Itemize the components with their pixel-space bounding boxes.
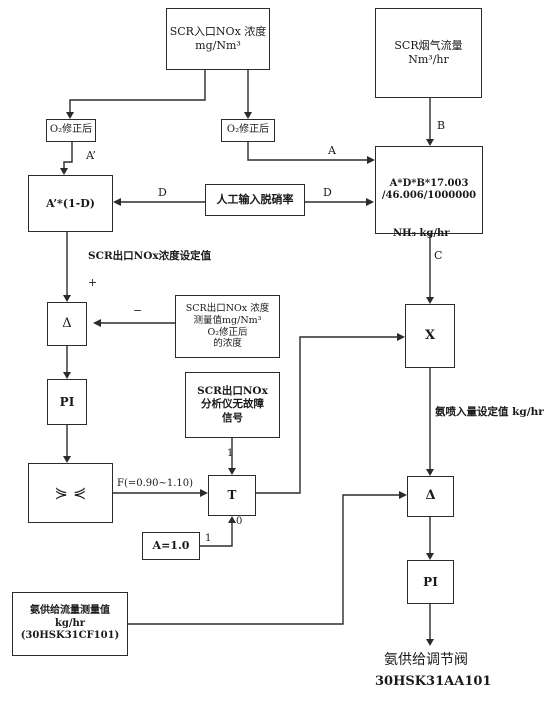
plus-sign: + (88, 276, 98, 289)
d-left-tag: D (158, 186, 167, 199)
calc-line2: /46.006/1000000 (381, 190, 477, 201)
scr-flow-line2: Nm³/hr (408, 53, 449, 66)
delta-left-box: Δ (47, 302, 87, 346)
nox-analyzer-signal-box: SCR出口NOx 分析仪无故障 信号 (185, 372, 280, 438)
arrow-minus-into-delta (93, 319, 101, 327)
arrow-to-valve (426, 639, 434, 646)
switch-t-label: T (227, 488, 237, 502)
scr-inlet-nox-line2: mg/Nm³ (195, 39, 241, 52)
supply-line3: (30HSK31CF101) (20, 630, 120, 642)
constant-a-label: A=1.0 (152, 539, 190, 553)
a-prime-label: A’*(1-D) (46, 196, 95, 210)
analyzer-line2: 分析仪无故障 (201, 398, 264, 411)
ammonia-valve-tag: 30HSK31AA101 (375, 674, 492, 689)
arrow-f-into-t (200, 489, 208, 497)
arrow-d-into-calc (366, 198, 374, 206)
analyzer-line1: SCR出口NOx (197, 385, 268, 398)
pi-right-label: PI (423, 574, 438, 589)
t-input-one-top: 1 (227, 448, 234, 459)
arrow-d-into-aprime (113, 198, 121, 206)
outlet-meas-line4: 的浓度 (213, 338, 242, 350)
arrow-c-into-x (426, 297, 434, 304)
wire-t-to-x (256, 336, 398, 494)
outlet-setpoint-label: SCR出口NOx浓度设定值 (88, 250, 212, 262)
supply-line1: 氨供给流量测量值 (30, 605, 110, 617)
d-right-tag: D (323, 186, 332, 199)
ammonia-valve-name: 氨供给调节阀 (384, 652, 468, 668)
a-prime-box: A’*(1-D) (28, 175, 113, 232)
arrow-a-into-calc (367, 156, 375, 164)
outlet-nox-measurement-box: SCR出口NOx 浓度 测量值mg/Nm³ O₂修正后 的浓度 (175, 295, 280, 358)
arrow-supply-into-delta (399, 491, 407, 499)
arrow-into-limiter (63, 456, 71, 463)
wire-inlet-to-o2-left (69, 70, 206, 113)
a-signal-tag: A (328, 144, 336, 157)
f-range-label: F(=0.90~1.10) (117, 478, 194, 489)
outlet-meas-line1: SCR出口NOx 浓度 (185, 302, 270, 314)
analyzer-line3: 信号 (222, 411, 243, 424)
arrow-into-delta-right (426, 469, 434, 476)
limiter-symbol: ⋟ ⋞ (54, 483, 87, 502)
arrow-into-t-bottom (228, 516, 236, 523)
wire-o2-mid-to-calc (247, 142, 368, 161)
delta-right-label: Δ (425, 488, 436, 504)
arrow-into-o2-left (66, 112, 74, 119)
pi-right-box: PI (407, 560, 454, 604)
nh3-unit-label: NH₃ kg/hr (393, 228, 450, 239)
pi-left-box: PI (47, 379, 87, 425)
o2-correction-left-box: O₂修正后 (46, 119, 96, 142)
b-signal-tag: B (437, 119, 446, 132)
delta-left-label: Δ (62, 315, 72, 331)
constant-a-box: A=1.0 (142, 532, 200, 560)
scr-flue-gas-flow-box: SCR烟气流量 Nm³/hr (375, 8, 482, 98)
arrow-into-pi-left (63, 372, 71, 379)
scr-inlet-nox-box: SCR入口NOx 浓度 mg/Nm³ (166, 8, 270, 70)
multiply-x-label: X (424, 327, 436, 343)
arrow-into-pi-right (426, 553, 434, 560)
scr-flow-line1: SCR烟气流量 (394, 39, 463, 53)
delta-right-box: Δ (407, 476, 454, 517)
arrow-into-t-top (228, 468, 236, 475)
wire-o2-left-to-aprime (63, 142, 73, 169)
supply-line2: kg/hr (54, 617, 86, 629)
a-prime-tag: A’ (86, 149, 96, 162)
switch-t-box: T (208, 475, 256, 516)
t-input-zero: 0 (236, 516, 243, 527)
arrow-into-aprime (60, 168, 68, 175)
manual-input-box: 人工输入脱硝率 (205, 184, 305, 216)
arrow-into-o2-mid (244, 112, 252, 119)
wire-supply-to-delta (128, 494, 400, 625)
outlet-meas-line3: O₂修正后 (207, 326, 248, 338)
ammonia-supply-flow-box: 氨供给流量测量值 kg/hr (30HSK31CF101) (12, 592, 128, 656)
pi-left-label: PI (59, 394, 75, 409)
arrow-b-into-calc (426, 139, 434, 146)
ammonia-setpoint-label: 氨喷入量设定值 kg/hr (435, 406, 544, 418)
o2-correction-mid-label: O₂修正后 (226, 124, 270, 136)
calc-line1: A*D*B*17.003 (389, 177, 469, 189)
arrow-into-delta-left (63, 295, 71, 302)
o2-correction-mid-box: O₂修正后 (221, 119, 275, 142)
o2-correction-left-label: O₂修正后 (49, 124, 93, 136)
manual-input-label: 人工输入脱硝率 (216, 193, 294, 207)
scr-inlet-nox-line1: SCR入口NOx 浓度 (169, 25, 267, 39)
arrow-into-x-left (397, 333, 405, 341)
multiply-x-box: X (405, 304, 455, 368)
c-signal-tag: C (434, 249, 443, 262)
nh3-calculation-box: A*D*B*17.003 /46.006/1000000 (375, 146, 483, 234)
minus-sign: − (133, 304, 143, 317)
t-input-one-bottom: 1 (205, 533, 212, 544)
outlet-meas-line2: 测量值mg/Nm³ (193, 314, 262, 326)
wire-const-to-t (200, 522, 233, 547)
limiter-box: ⋟ ⋞ (28, 463, 113, 523)
